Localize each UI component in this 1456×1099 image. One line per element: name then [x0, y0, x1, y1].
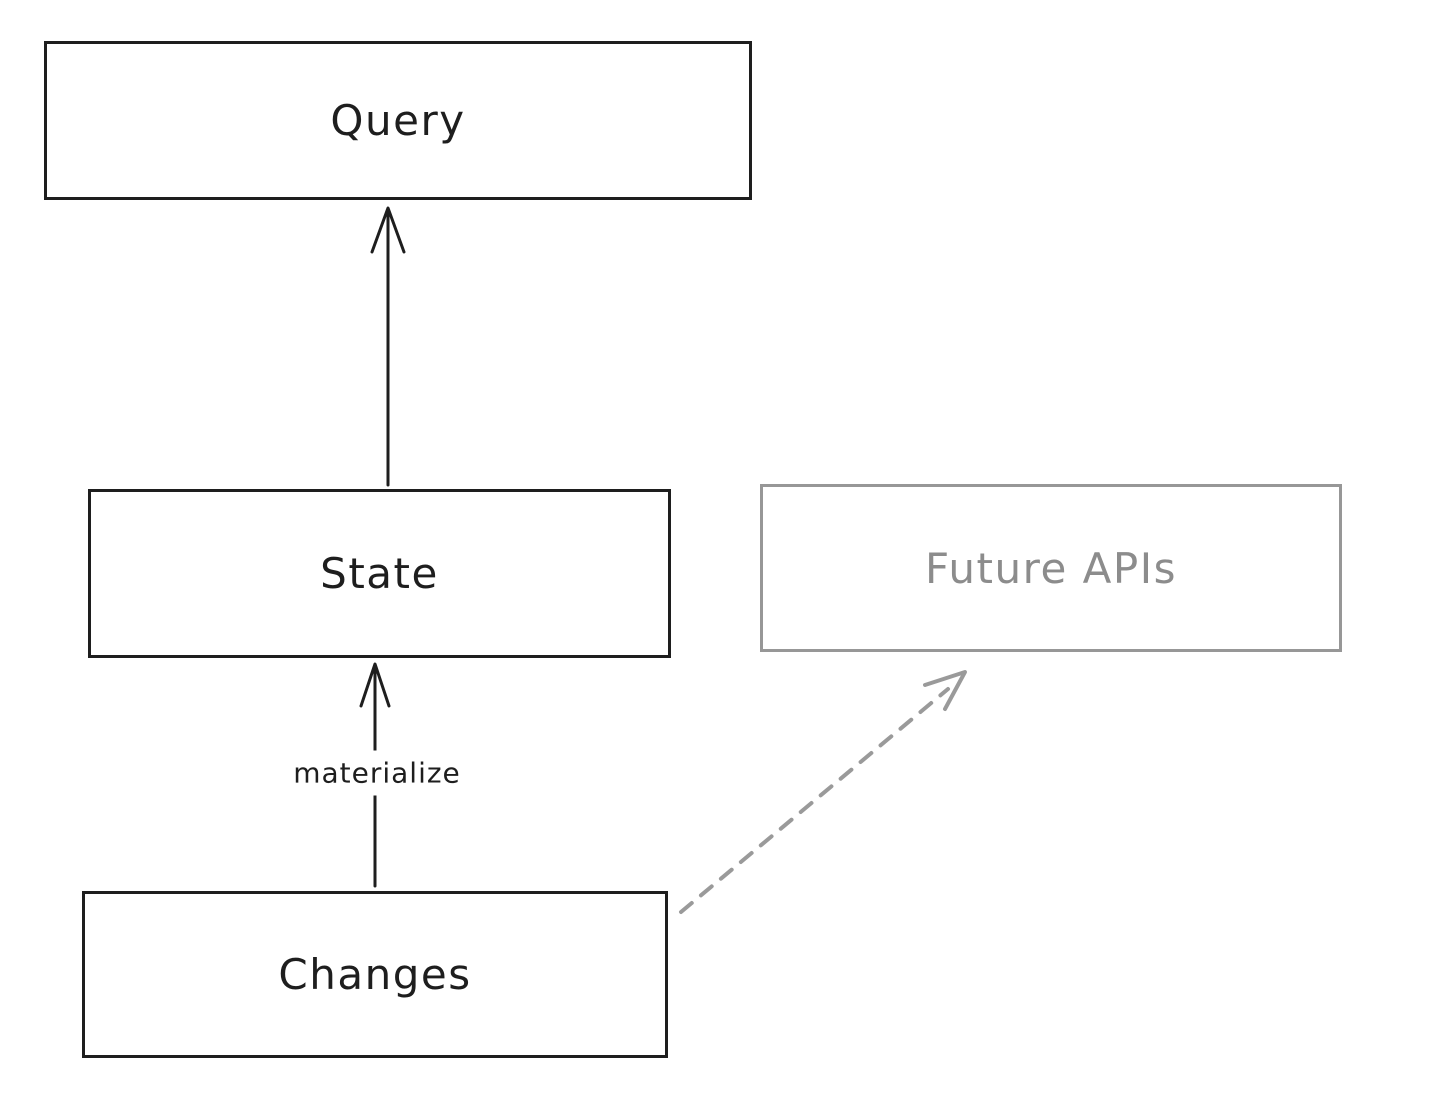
node-state: State — [88, 489, 671, 658]
node-changes: Changes — [82, 891, 668, 1058]
node-query: Query — [44, 41, 752, 200]
arrow-state-to-query — [370, 206, 406, 487]
node-future-apis: Future APIs — [760, 484, 1342, 652]
node-changes-label: Changes — [278, 950, 472, 999]
node-future-apis-label: Future APIs — [925, 543, 1177, 593]
node-query-label: Query — [330, 96, 466, 145]
node-state-label: State — [320, 549, 439, 598]
edge-label-materialize: materialize — [281, 750, 473, 796]
arrow-changes-to-future-apis — [679, 670, 967, 914]
